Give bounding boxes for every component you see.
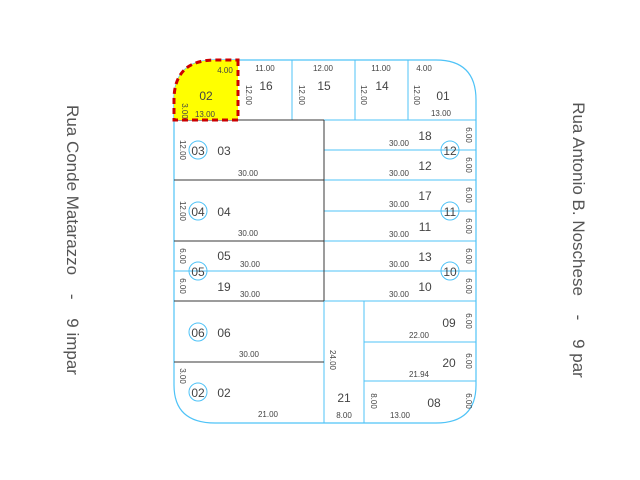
lot-10-number: 10 [418, 280, 432, 294]
lot-02-top-dim-bottom: 13.00 [195, 110, 216, 119]
street-label-left: Rua Conde Matarazzo - 9 impar [62, 105, 82, 375]
lot-09-dim-side: 6.00 [464, 313, 473, 329]
lot-09-number: 09 [442, 316, 456, 330]
lot-12-dim-side: 6.00 [464, 157, 473, 173]
house-11: 11 [444, 205, 457, 219]
lot-03-dim-side: 12.00 [178, 140, 187, 161]
lot-15-dim-top: 12.00 [313, 64, 334, 73]
lot-05-dim-side: 6.00 [178, 248, 187, 264]
lot-16-dim-side: 12.00 [244, 85, 253, 106]
lot-05-number: 05 [217, 249, 231, 263]
lot-21-number: 21 [337, 391, 351, 405]
lot-21-dim-side: 24.00 [328, 350, 337, 371]
lot-01-dim-bottom: 13.00 [431, 109, 452, 118]
street-right-sep: - [569, 314, 588, 321]
lot-11-dim-bottom: 30.00 [389, 230, 410, 239]
lot-20-dim-side: 6.00 [464, 353, 473, 369]
lot-02-top-dim-left: 3.00 [180, 103, 189, 119]
house-number-circles [188, 140, 460, 402]
lot-02-bottom-dim-bottom: 21.00 [258, 410, 279, 419]
street-left-sep: - [63, 293, 82, 300]
lot-11-number: 11 [419, 220, 432, 234]
lot-20-dim-bottom: 21.94 [409, 370, 430, 379]
lot-04-number: 04 [217, 205, 231, 219]
lot-18-dim-bottom: 30.00 [389, 139, 410, 148]
street-right-side: 9 par [569, 339, 588, 378]
lot-17-dim-bottom: 30.00 [389, 200, 410, 209]
lot-17-number: 17 [418, 189, 432, 203]
lot-10-dim-side: 6.00 [464, 278, 473, 294]
lot-08-dim-side-right: 6.00 [464, 393, 473, 409]
lot-01-dim-side: 12.00 [412, 85, 421, 106]
lot-16-dim-top: 11.00 [255, 64, 275, 73]
lot-13-number: 13 [418, 250, 432, 264]
lot-18-dim-side: 6.00 [464, 127, 473, 143]
lot-08-number: 08 [427, 396, 441, 410]
lot-06-number: 06 [217, 326, 231, 340]
lot-11-dim-side: 6.00 [464, 218, 473, 234]
lot-14-dim-top: 11.00 [371, 64, 391, 73]
lot-06-house: 06 [191, 326, 205, 340]
house-12: 12 [443, 144, 457, 158]
lot-14-number: 14 [375, 79, 389, 93]
lot-01-number: 01 [436, 89, 450, 103]
lot-03-dim-bottom: 30.00 [238, 169, 259, 178]
lot-02-bottom-number: 02 [217, 386, 231, 400]
lot-17-dim-side: 6.00 [464, 187, 473, 203]
lot-02-top-number: 02 [199, 89, 213, 103]
lot-04-dim-side: 12.00 [178, 201, 187, 222]
lot-04-house: 04 [191, 205, 205, 219]
lot-02-bottom-dim-side: 3.00 [178, 368, 187, 384]
lot-21-dim-bottom: 8.00 [336, 411, 352, 420]
street-left-name: Rua Conde Matarazzo [63, 105, 82, 276]
lot-18-number: 18 [418, 129, 432, 143]
lot-09-dim-bottom: 22.00 [409, 331, 430, 340]
lot-15-number: 15 [317, 79, 331, 93]
lot-03-house: 03 [191, 144, 205, 158]
lot-01-dim-top: 4.00 [416, 64, 432, 73]
lot-13-dim-bottom: 30.00 [389, 260, 410, 269]
house-10: 10 [443, 265, 457, 279]
street-right-name: Rua Antonio B. Noschese [569, 102, 588, 296]
lot-04-dim-bottom: 30.00 [238, 229, 259, 238]
lot-03-number: 03 [217, 144, 231, 158]
highlighted-lot-02[interactable] [172, 58, 240, 122]
lot-10-dim-bottom: 30.00 [389, 290, 410, 299]
lot-19-dim-bottom: 30.00 [240, 290, 261, 299]
lot-06-dim-bottom: 30.00 [239, 350, 260, 359]
lot-13-dim-side: 6.00 [464, 248, 473, 264]
lot-12-number: 12 [418, 159, 432, 173]
lot-05-house: 05 [191, 265, 205, 279]
lot-05-dim-bottom: 30.00 [240, 260, 261, 269]
lot-14-dim-side: 12.00 [359, 85, 368, 106]
lot-19-number: 19 [217, 280, 231, 294]
lot-02-top-dim-top: 4.00 [217, 66, 233, 75]
lot-08-dim-bottom: 13.00 [390, 411, 411, 420]
lot-19-dim-side: 6.00 [178, 278, 187, 294]
lot-02-bottom-house: 02 [191, 386, 205, 400]
lot-12-dim-bottom: 30.00 [389, 169, 410, 178]
lot-16-number: 16 [259, 79, 273, 93]
lot-20-number: 20 [442, 356, 456, 370]
lot-15-dim-side: 12.00 [297, 85, 306, 106]
lot-08-dim-side-left: 8.00 [369, 393, 378, 409]
street-label-right: Rua Antonio B. Noschese - 9 par [568, 102, 588, 378]
street-left-side: 9 impar [63, 318, 82, 375]
